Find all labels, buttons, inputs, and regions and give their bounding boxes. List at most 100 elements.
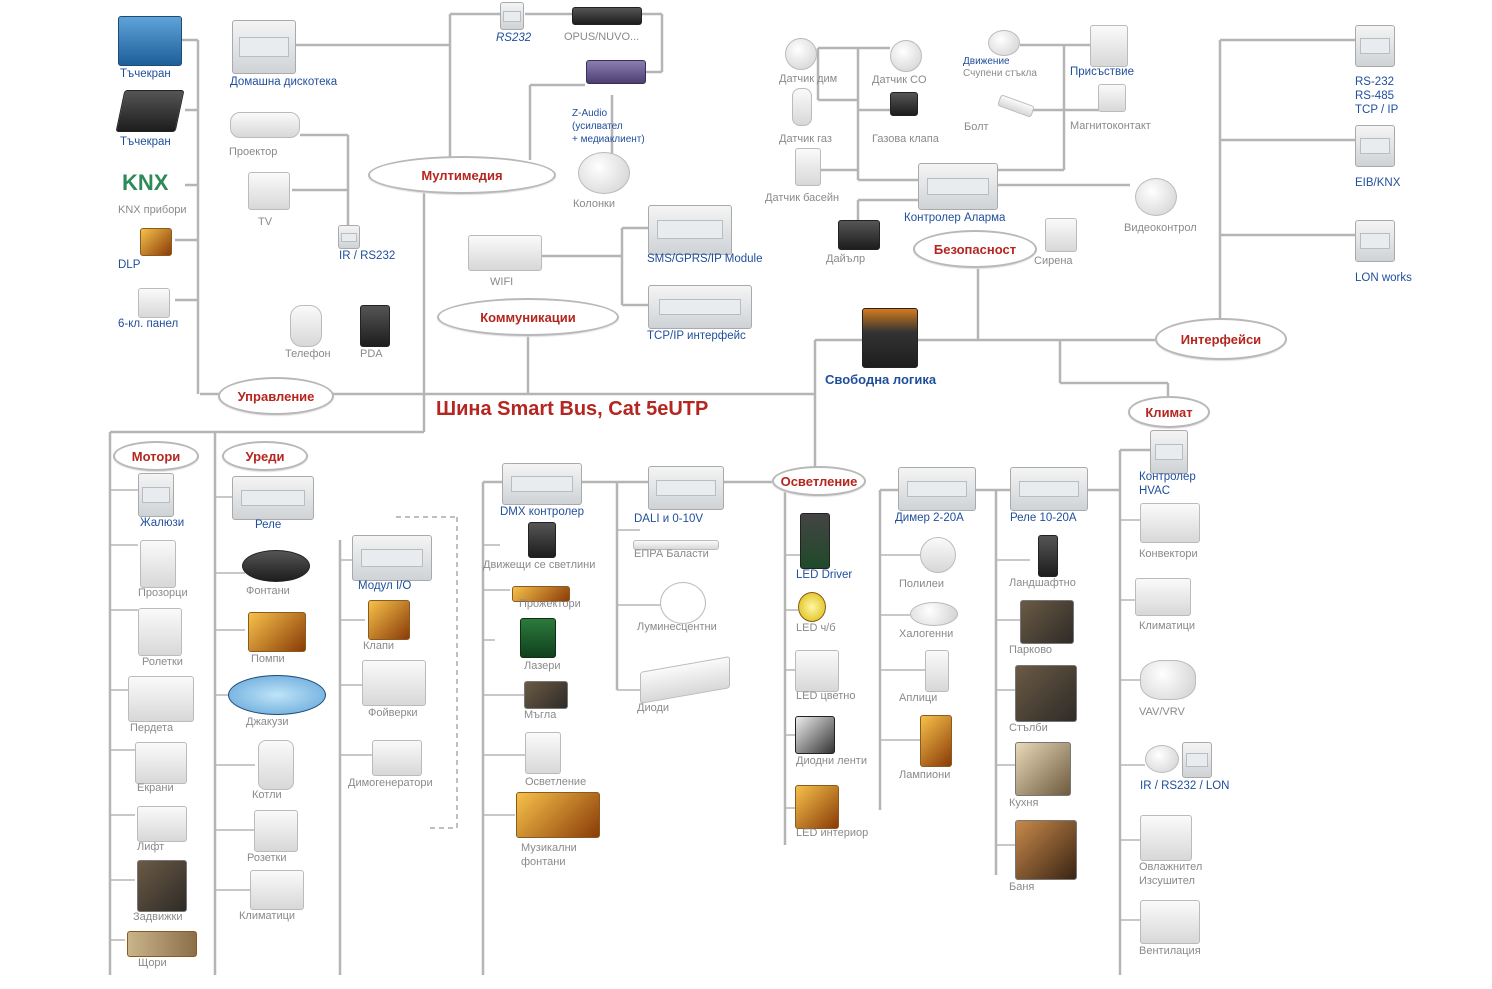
label-touchscreen: Тъчекран <box>120 136 171 148</box>
label-io: Модул I/O <box>358 580 412 592</box>
dali-module-icon <box>648 466 724 510</box>
chandelier-icon <box>920 537 956 573</box>
label-ir: IR / RS232 <box>339 250 396 262</box>
label-dryer: Изсушител <box>1139 875 1195 887</box>
tcp-ip-interface-icon <box>648 285 752 329</box>
label-chandeliers: Полилеи <box>899 578 945 590</box>
label-siren: Сирена <box>1034 255 1073 267</box>
label-lasers: Лазери <box>524 660 561 672</box>
socket-icon <box>254 810 298 852</box>
led-color-icon <box>795 650 839 692</box>
presence-sensor-icon <box>1090 25 1128 67</box>
label-curtains: Пердета <box>130 722 174 734</box>
wifi-router-icon <box>468 235 542 271</box>
sconce-icon <box>925 650 949 692</box>
stairs-light-icon <box>1015 665 1077 722</box>
knx-logo: KNX <box>122 170 169 195</box>
label-zaudio: + медиаклиент) <box>572 134 645 145</box>
label-panel: 6-кл. панел <box>118 318 179 330</box>
label-dialer: Дайълр <box>826 253 866 265</box>
ir-module-icon <box>338 225 360 249</box>
label-valves: Клапи <box>363 640 395 652</box>
fluorescent-icon <box>660 582 706 624</box>
label-led-bw: LED ч/б <box>796 622 836 634</box>
drive-icon <box>137 860 187 912</box>
label-hvac: Контролер <box>1139 471 1196 483</box>
label-shutters: Щори <box>138 957 167 969</box>
smoke-sensor-icon <box>785 38 817 70</box>
label-knx: KNX прибори <box>118 204 187 216</box>
label-halogen: Халогенни <box>899 628 954 640</box>
hub-climate[interactable]: Климат <box>1128 396 1210 428</box>
label-bolt: Болт <box>964 121 989 133</box>
spotlight-icon <box>512 586 570 602</box>
label-touchscreen: Тъчекран <box>120 68 171 80</box>
smoke-generator-icon <box>372 740 422 776</box>
roller-icon <box>138 608 182 656</box>
led-driver-icon <box>800 513 830 569</box>
fog-machine-icon <box>524 681 568 709</box>
label-projector: Проектор <box>229 146 278 158</box>
label-led-color: LED цветно <box>796 690 856 702</box>
label-blinds: Жалюзи <box>140 517 185 529</box>
hub-control[interactable]: Управление <box>218 377 334 415</box>
touchscreen-icon <box>118 16 182 66</box>
dimmer-module-icon <box>898 467 976 511</box>
label-spots: Прожектори <box>519 598 581 610</box>
label-climatic: Климатици <box>1139 620 1196 632</box>
curtain-icon <box>128 676 194 722</box>
window-icon <box>140 540 176 588</box>
hub-lighting[interactable]: Осветление <box>772 466 866 496</box>
led-strip-icon <box>795 716 835 754</box>
lamp-icon <box>920 715 952 767</box>
phone-icon <box>290 305 322 347</box>
label-humidifier: Овлажнител <box>1139 861 1203 873</box>
label-magnet: Магнитоконтакт <box>1070 120 1151 132</box>
label-smoke: Датчик дим <box>779 73 838 85</box>
halogen-icon <box>910 602 958 626</box>
label-alarm: Контролер Аларма <box>904 212 1006 224</box>
label-pool: Датчик басейн <box>765 192 840 204</box>
rs-interface-icon <box>1355 25 1395 67</box>
label-gas-valve: Газова клапа <box>872 133 939 145</box>
label-drives: Задвижки <box>133 911 183 923</box>
label-glass: Счупени стъкла <box>963 68 1037 79</box>
label-sockets: Розетки <box>247 852 287 864</box>
led-bulb-icon <box>798 592 826 622</box>
label-windows: Прозорци <box>138 587 188 599</box>
convector-icon <box>1140 503 1200 543</box>
screen-icon <box>135 742 187 784</box>
bath-light-icon <box>1015 820 1077 880</box>
climatic-unit-icon <box>1135 578 1191 616</box>
disco-controller-icon <box>232 20 296 74</box>
label-co: Датчик CO <box>872 74 927 86</box>
label-diodes: Диоди <box>637 702 670 714</box>
label-rs485: RS-485 <box>1355 90 1394 102</box>
light-rig-icon <box>525 732 561 774</box>
label-tcp: TCP/IP интерфейс <box>647 330 746 342</box>
hub-interfaces[interactable]: Интерфейси <box>1155 318 1287 360</box>
hub-appliances[interactable]: Уреди <box>222 441 308 471</box>
landscape-light-icon <box>1038 535 1058 577</box>
label-disco: Домашна дискотека <box>230 76 338 88</box>
hub-multimedia[interactable]: Мултимедия <box>368 156 556 194</box>
label-pda: PDA <box>360 348 383 360</box>
ir-module-icon <box>1182 742 1212 778</box>
hub-motors[interactable]: Мотори <box>113 441 199 471</box>
fountain-icon <box>242 550 310 582</box>
label-motion: Движение <box>963 56 1010 67</box>
motion-sensor-icon <box>988 30 1020 56</box>
ventilation-icon <box>1140 900 1200 944</box>
label-kitchen: Кухня <box>1009 797 1039 809</box>
lon-interface-icon <box>1355 220 1395 262</box>
laser-icon <box>520 618 556 658</box>
gas-sensor-icon <box>792 88 812 126</box>
label-phone: Телефон <box>285 348 331 360</box>
label-lamps: Лампиони <box>899 769 951 781</box>
hub-communications[interactable]: Коммуникации <box>437 298 619 336</box>
ballast-icon <box>633 540 719 550</box>
hub-security[interactable]: Безопасност <box>913 230 1037 268</box>
label-dimmer: Димер 2-20А <box>895 512 964 524</box>
fireworks-icon <box>362 660 426 706</box>
